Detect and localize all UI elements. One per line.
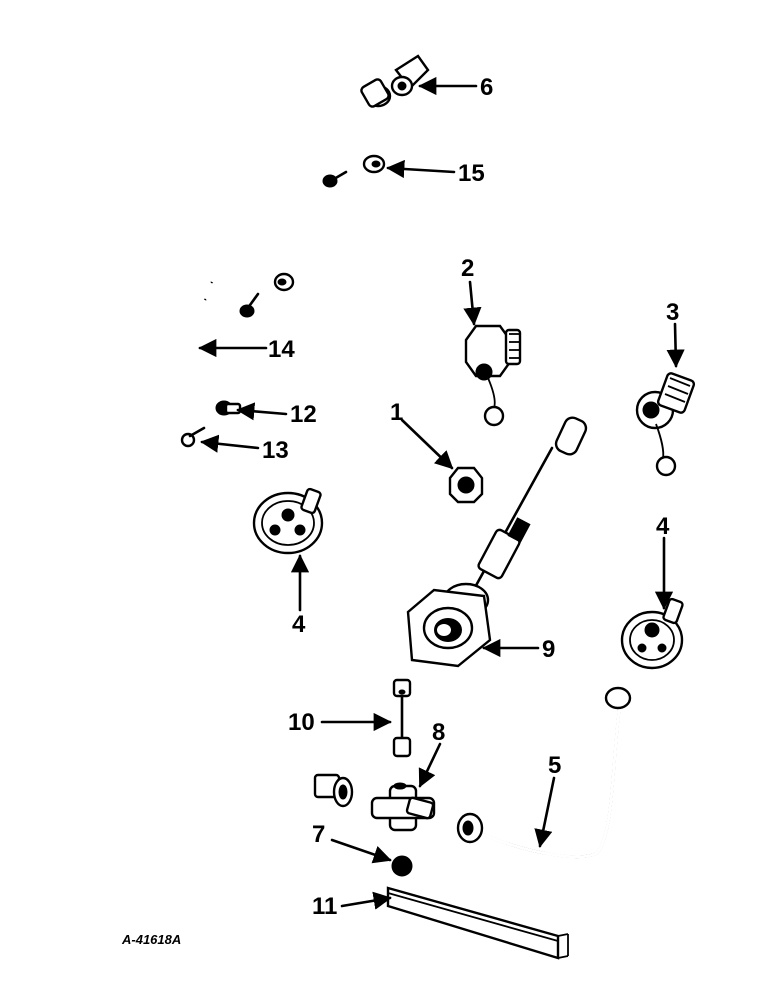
- callout-4-left: 4: [292, 611, 306, 638]
- callout-4-right: 4: [656, 513, 670, 540]
- callout-10: 10: [288, 709, 315, 736]
- callout-13: 13: [262, 437, 289, 464]
- knob-part-4-right: [620, 597, 684, 670]
- callout-2: 2: [461, 255, 474, 282]
- callout-11: 11: [312, 893, 337, 920]
- screw-pair: [239, 272, 295, 318]
- screw-part-12: [215, 400, 242, 416]
- leader-lines: [198, 76, 685, 910]
- hose-part-14: [136, 78, 392, 808]
- cross-fitting-part-8: [370, 782, 436, 832]
- plug-part-1: [448, 466, 484, 504]
- elbow-fitting-part-6: [390, 54, 430, 97]
- clip-part-13: [180, 426, 206, 448]
- callout-1: 1: [390, 399, 403, 426]
- bent-tube-part-5: [456, 686, 632, 859]
- callout-9: 9: [542, 636, 555, 663]
- callout-3: 3: [666, 299, 679, 326]
- callout-5: 5: [548, 752, 561, 779]
- gauge-assembly-part-9: [406, 416, 588, 668]
- drawing-code: A-41618A: [121, 932, 181, 947]
- callout-12: 12: [290, 401, 317, 428]
- channel-strip-part-11: [386, 886, 569, 960]
- callout-15: 15: [458, 160, 485, 187]
- plug-part-7: [391, 855, 413, 877]
- callout-7: 7: [312, 821, 325, 848]
- hose-top-fitting: [360, 78, 392, 108]
- callout-6: 6: [480, 74, 493, 101]
- callout-8: 8: [432, 719, 445, 746]
- callout-labels: 6 15 2 3 14 12 1 13 4 4 9 10 8 5 7 11 A-…: [121, 74, 679, 947]
- sender-unit-part-3: [635, 372, 696, 477]
- tube-coupling-part-10: [392, 678, 412, 758]
- callout-14: 14: [268, 336, 295, 363]
- knob-part-4-left: [252, 487, 324, 555]
- clamp-part-15: [322, 154, 386, 188]
- hose-bottom-fitting: [313, 773, 354, 808]
- sender-unit-part-2: [464, 324, 522, 427]
